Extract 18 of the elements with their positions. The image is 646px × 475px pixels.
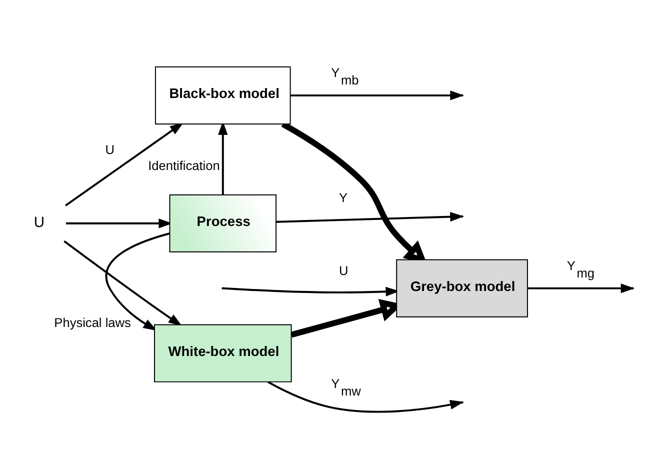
arrow <box>105 232 170 330</box>
arrow <box>290 90 464 100</box>
node-box: White-box model <box>154 324 292 382</box>
edge-label: U <box>339 262 348 278</box>
arrow <box>276 211 464 222</box>
arrow <box>267 380 464 412</box>
node-box: Process <box>169 194 277 252</box>
node-box: Grey-box model <box>396 258 528 317</box>
arrow <box>64 240 182 326</box>
edge-label: U <box>105 141 115 156</box>
node-box: Black-box model <box>154 66 291 124</box>
edge-label: Y <box>339 190 348 205</box>
arrow <box>528 283 635 293</box>
edge-label: Physical laws <box>54 314 131 330</box>
edge-label: Identification <box>148 157 220 172</box>
node-text: U <box>34 214 45 230</box>
arrow <box>66 218 172 228</box>
arrow <box>65 122 184 206</box>
